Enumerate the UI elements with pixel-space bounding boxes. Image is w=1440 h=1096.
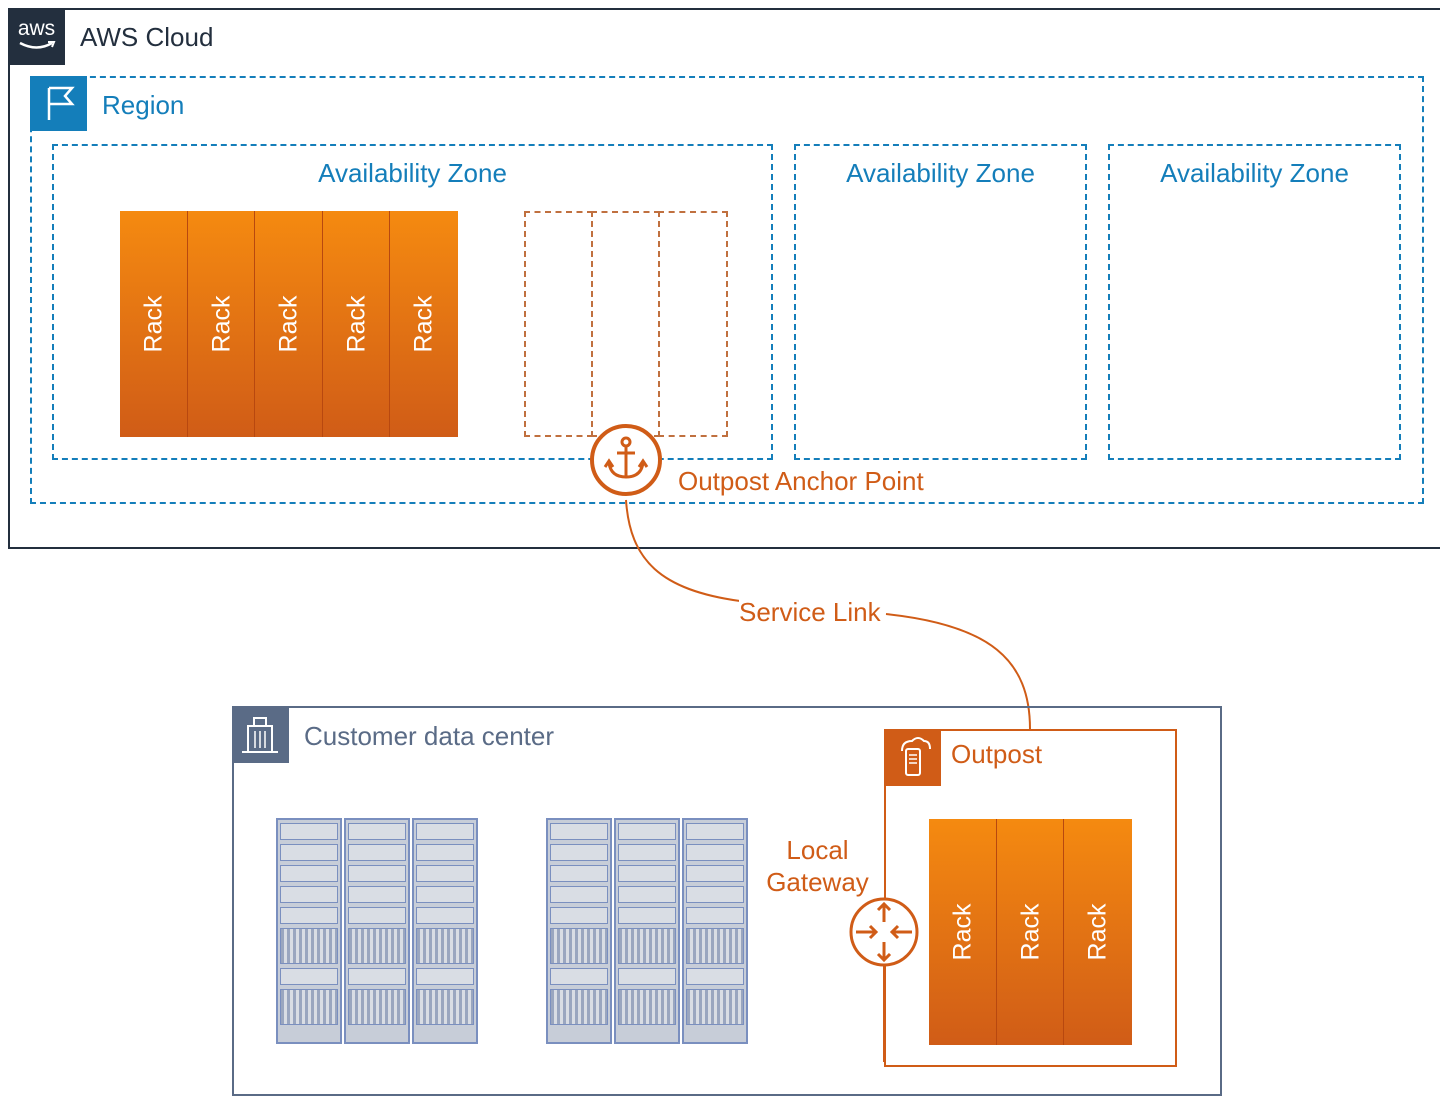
local-gateway-label-line1: Local [786, 835, 849, 865]
rack-label: Rack [1016, 903, 1045, 961]
rack-label: Rack [948, 903, 977, 961]
server-rack-group-1 [276, 818, 480, 1044]
server-rack-icon [682, 818, 748, 1044]
local-gateway-label-line2: Gateway [766, 867, 869, 897]
region-rack-5: Rack [390, 211, 458, 437]
availability-zone-3 [1108, 144, 1401, 460]
flag-icon [47, 86, 75, 120]
region-rack-1: Rack [120, 211, 188, 437]
local-gateway-label: Local Gateway [760, 834, 875, 898]
server-rack-icon [344, 818, 410, 1044]
region-tag [30, 76, 87, 131]
region-rack-3: Rack [255, 211, 323, 437]
server-rack-icon [614, 818, 680, 1044]
server-rack-icon [276, 818, 342, 1044]
availability-zone-2-title: Availability Zone [846, 158, 1035, 188]
availability-zone-1-title: Availability Zone [318, 158, 507, 188]
region-rack-4: Rack [323, 211, 390, 437]
server-rack-icon [546, 818, 612, 1044]
rack-label: Rack [1083, 903, 1112, 961]
availability-zone-2 [794, 144, 1087, 460]
region-group [30, 76, 1424, 504]
anchor-point-label: Outpost Anchor Point [678, 466, 924, 496]
datacenter-tag [232, 706, 289, 763]
service-link-label: Service Link [739, 597, 881, 628]
aws-cloud-group [8, 8, 1440, 549]
aws-cloud-title: AWS Cloud [80, 22, 214, 52]
server-rack-icon [412, 818, 478, 1044]
aws-logo-text: aws [17, 17, 56, 40]
router-icon [849, 897, 919, 967]
outpost-icon [901, 737, 931, 776]
building-icon [242, 717, 278, 753]
availability-zone-1 [52, 144, 773, 460]
outpost-rack-2: Rack [997, 819, 1064, 1045]
region-rack-2: Rack [188, 211, 255, 437]
outpost-rack-1: Rack [929, 819, 997, 1045]
outpost-tag [884, 729, 941, 786]
aws-smile-icon [19, 41, 56, 49]
customer-data-center-title: Customer data center [304, 721, 555, 751]
anchor-icon [590, 424, 662, 496]
region-title: Region [102, 90, 185, 120]
availability-zone-3-title: Availability Zone [1160, 158, 1349, 188]
empty-rack-slot-3 [658, 211, 728, 437]
outpost-rack-3: Rack [1064, 819, 1132, 1045]
server-rack-group-2 [546, 818, 750, 1044]
aws-logo-icon [8, 8, 65, 65]
outpost-title: Outpost [951, 739, 1043, 769]
